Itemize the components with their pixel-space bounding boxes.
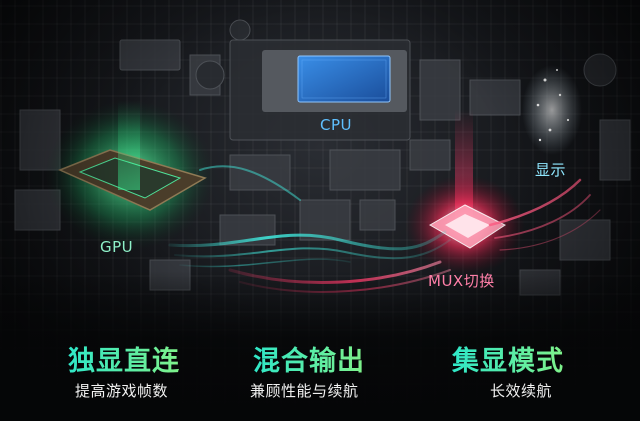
feature-igpu-mode-subtitle: 长效续航 xyxy=(490,382,553,400)
bottom-fade-overlay xyxy=(0,271,640,421)
feature-dgpu-direct-title: 独显直连 xyxy=(68,339,180,378)
feature-hybrid-output-subtitle: 兼顾性能与续航 xyxy=(250,382,359,400)
feature-igpu-mode-title: 集显模式 xyxy=(452,339,564,378)
mux-switch-label: MUX切换 xyxy=(428,272,495,290)
feature-dgpu-direct-subtitle: 提高游戏帧数 xyxy=(75,382,169,400)
gpu-label: GPU xyxy=(100,238,134,256)
display-label: 显示 xyxy=(535,161,567,179)
feature-hybrid-output-title: 混合输出 xyxy=(253,339,365,378)
cpu-label: CPU xyxy=(320,116,352,134)
